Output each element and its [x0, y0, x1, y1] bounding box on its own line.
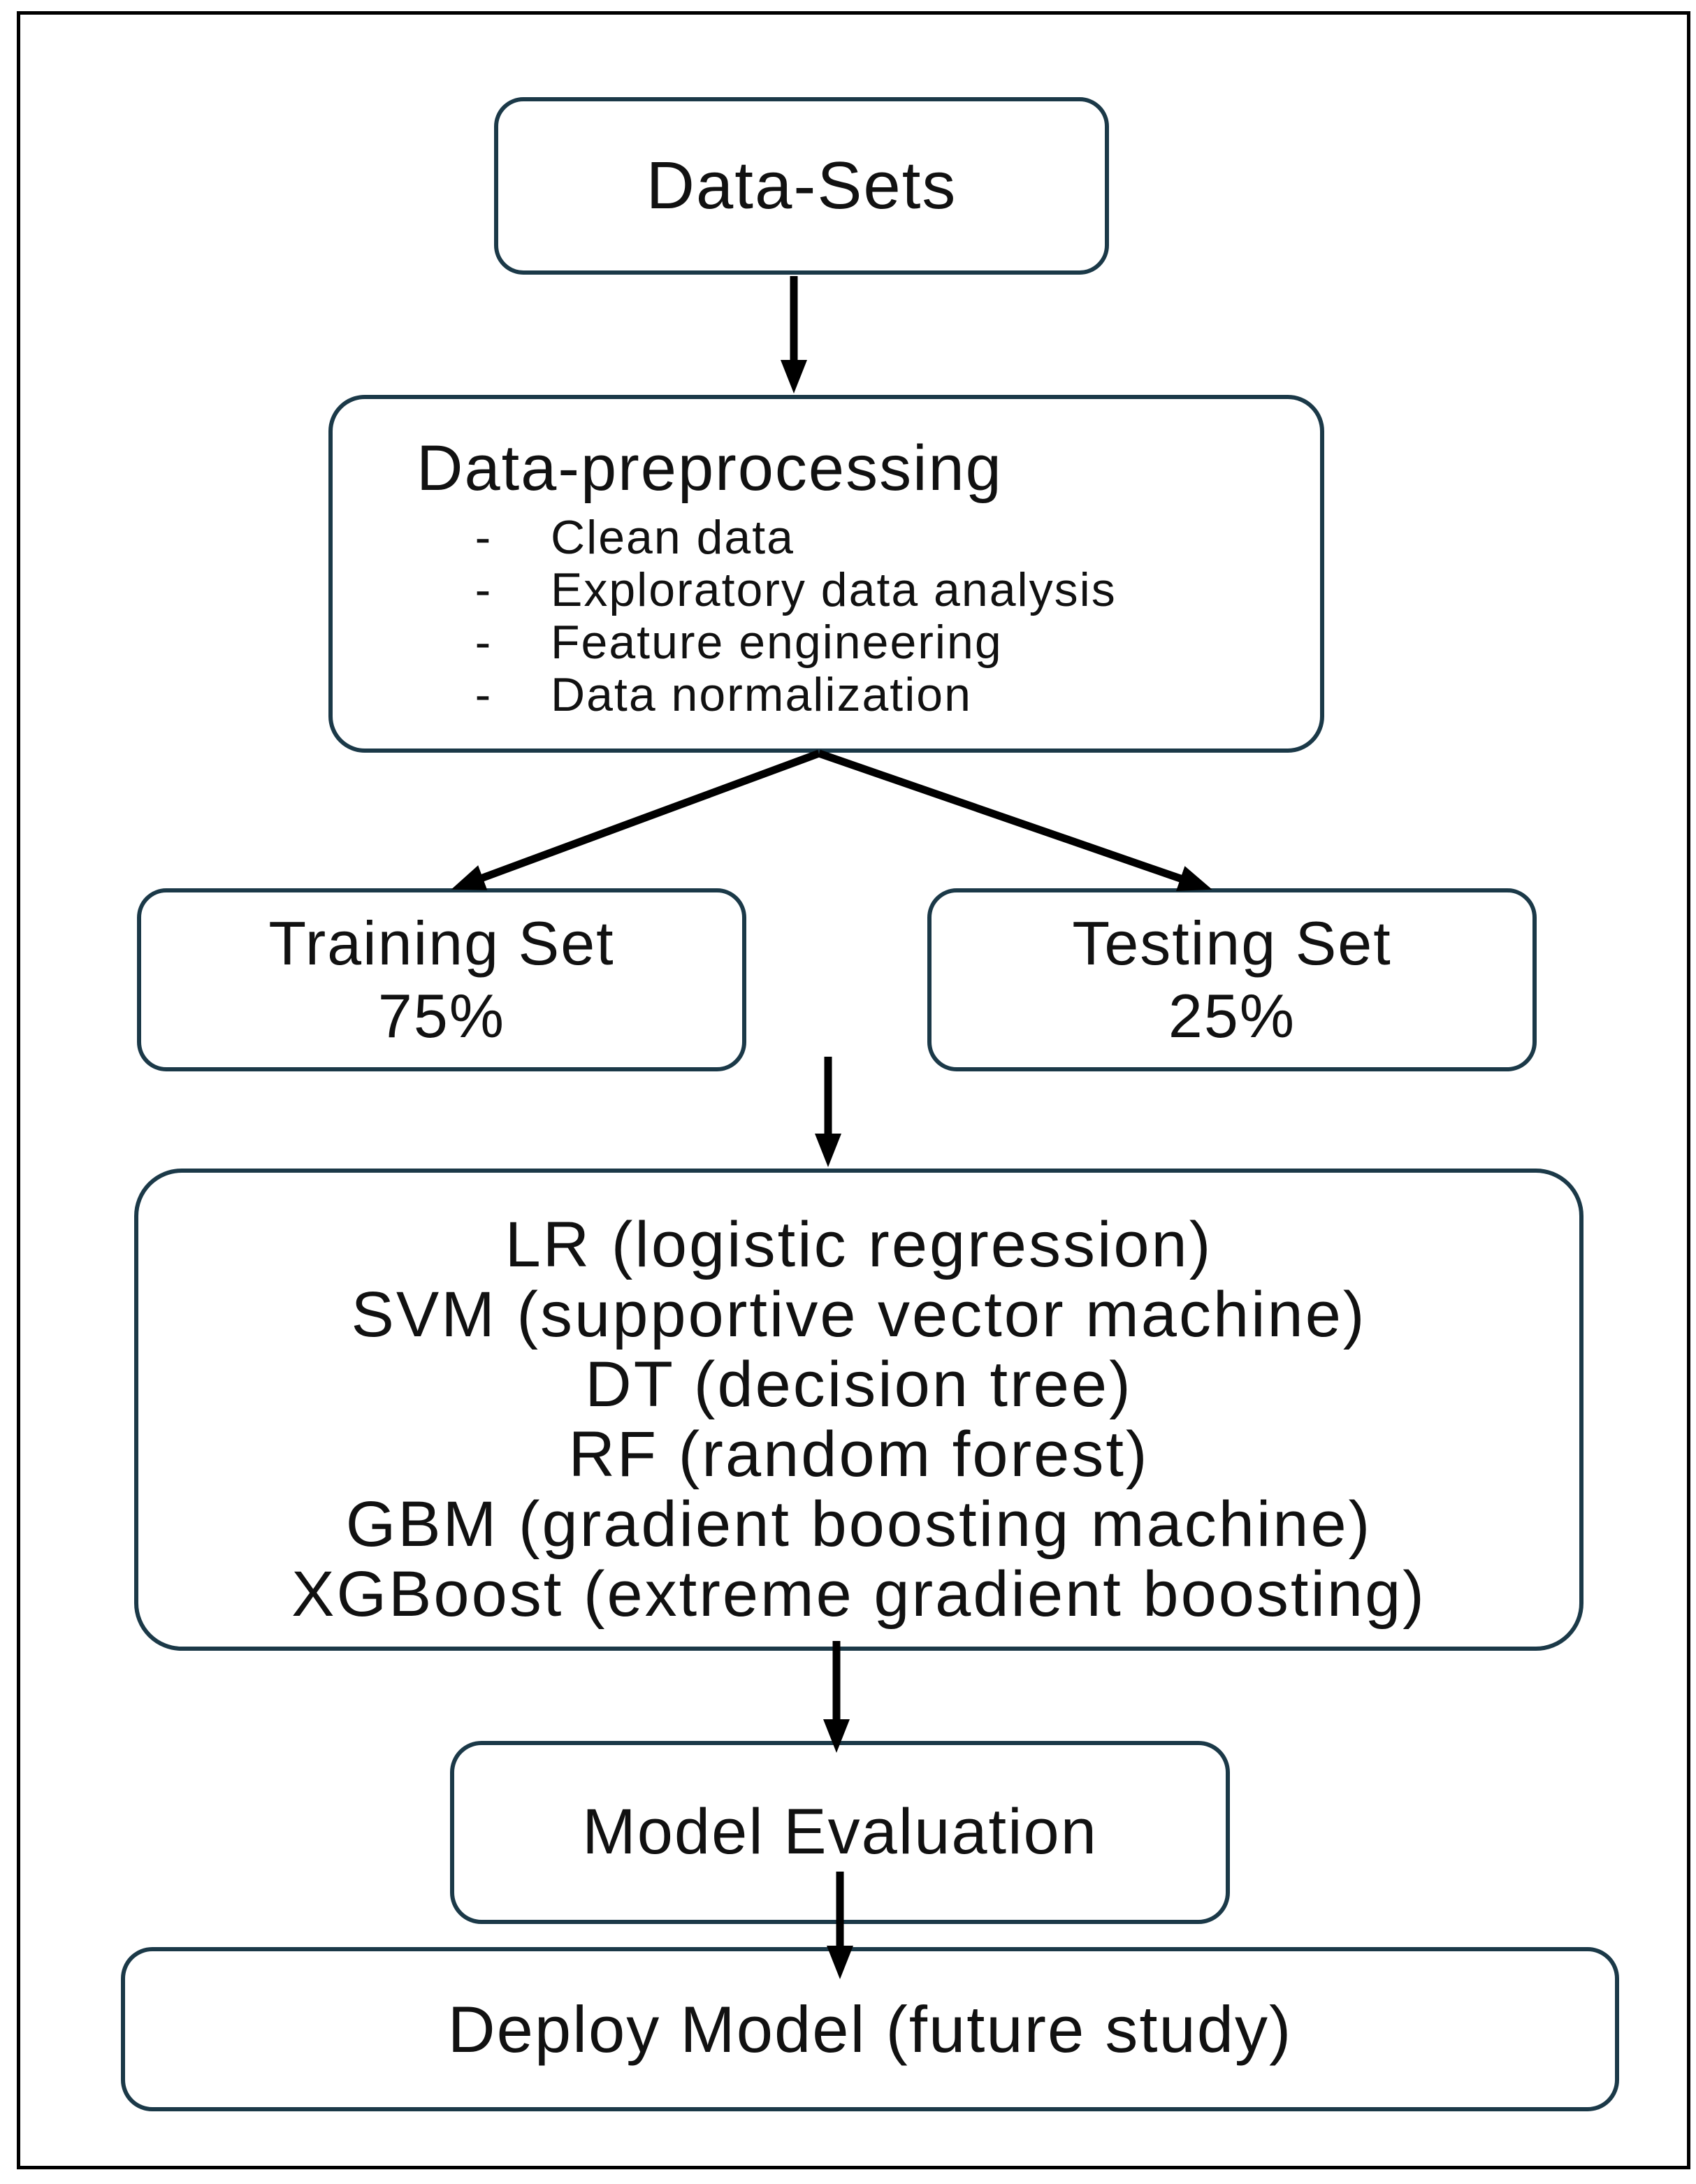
node-data-sets: Data-Sets [494, 97, 1109, 275]
node-model-evaluation: Model Evaluation [450, 1741, 1230, 1924]
bullet-dash: - [474, 667, 493, 721]
preprocessing-title: Data-preprocessing [416, 433, 1003, 504]
bullet-dash: - [474, 510, 493, 564]
preprocessing-item-label: Clean data [551, 510, 795, 564]
bullet-dash: - [474, 615, 493, 669]
model-line-dt: DT (decision tree) [585, 1349, 1133, 1420]
preprocessing-item-label: Data normalization [551, 667, 972, 721]
page-frame-border [17, 11, 1690, 2169]
preprocessing-item-label: Feature engineering [551, 615, 1003, 669]
node-deploy-model: Deploy Model (future study) [121, 1947, 1619, 2111]
preprocessing-item-label: Exploratory data analysis [551, 563, 1117, 616]
node-testing-set: Testing Set 25% [927, 888, 1537, 1071]
model-line-xgboost: XGBoost (extreme gradient boosting) [291, 1559, 1426, 1630]
preprocessing-item: - Data normalization [416, 668, 972, 721]
model-line-lr: LR (logistic regression) [505, 1209, 1213, 1280]
node-models-list: LR (logistic regression) SVM (supportive… [134, 1169, 1583, 1651]
node-data-preprocessing: Data-preprocessing - Clean data - Explor… [328, 395, 1324, 753]
testing-set-percentage: 25% [1168, 981, 1296, 1050]
training-set-label: Training Set [268, 909, 615, 978]
preprocessing-item: - Feature engineering [416, 616, 1003, 669]
training-set-percentage: 75% [377, 981, 506, 1050]
model-line-rf: RF (random forest) [568, 1419, 1150, 1490]
model-evaluation-label: Model Evaluation [582, 1796, 1098, 1868]
model-line-gbm: GBM (gradient boosting machine) [345, 1489, 1372, 1560]
model-line-svm: SVM (supportive vector machine) [351, 1279, 1367, 1350]
testing-set-label: Testing Set [1072, 909, 1392, 978]
deploy-model-label: Deploy Model (future study) [447, 1992, 1293, 2066]
bullet-dash: - [474, 563, 493, 616]
preprocessing-item: - Clean data [416, 511, 795, 564]
node-training-set: Training Set 75% [137, 888, 746, 1071]
preprocessing-item: - Exploratory data analysis [416, 563, 1117, 616]
node-data-sets-label: Data-Sets [646, 148, 957, 224]
